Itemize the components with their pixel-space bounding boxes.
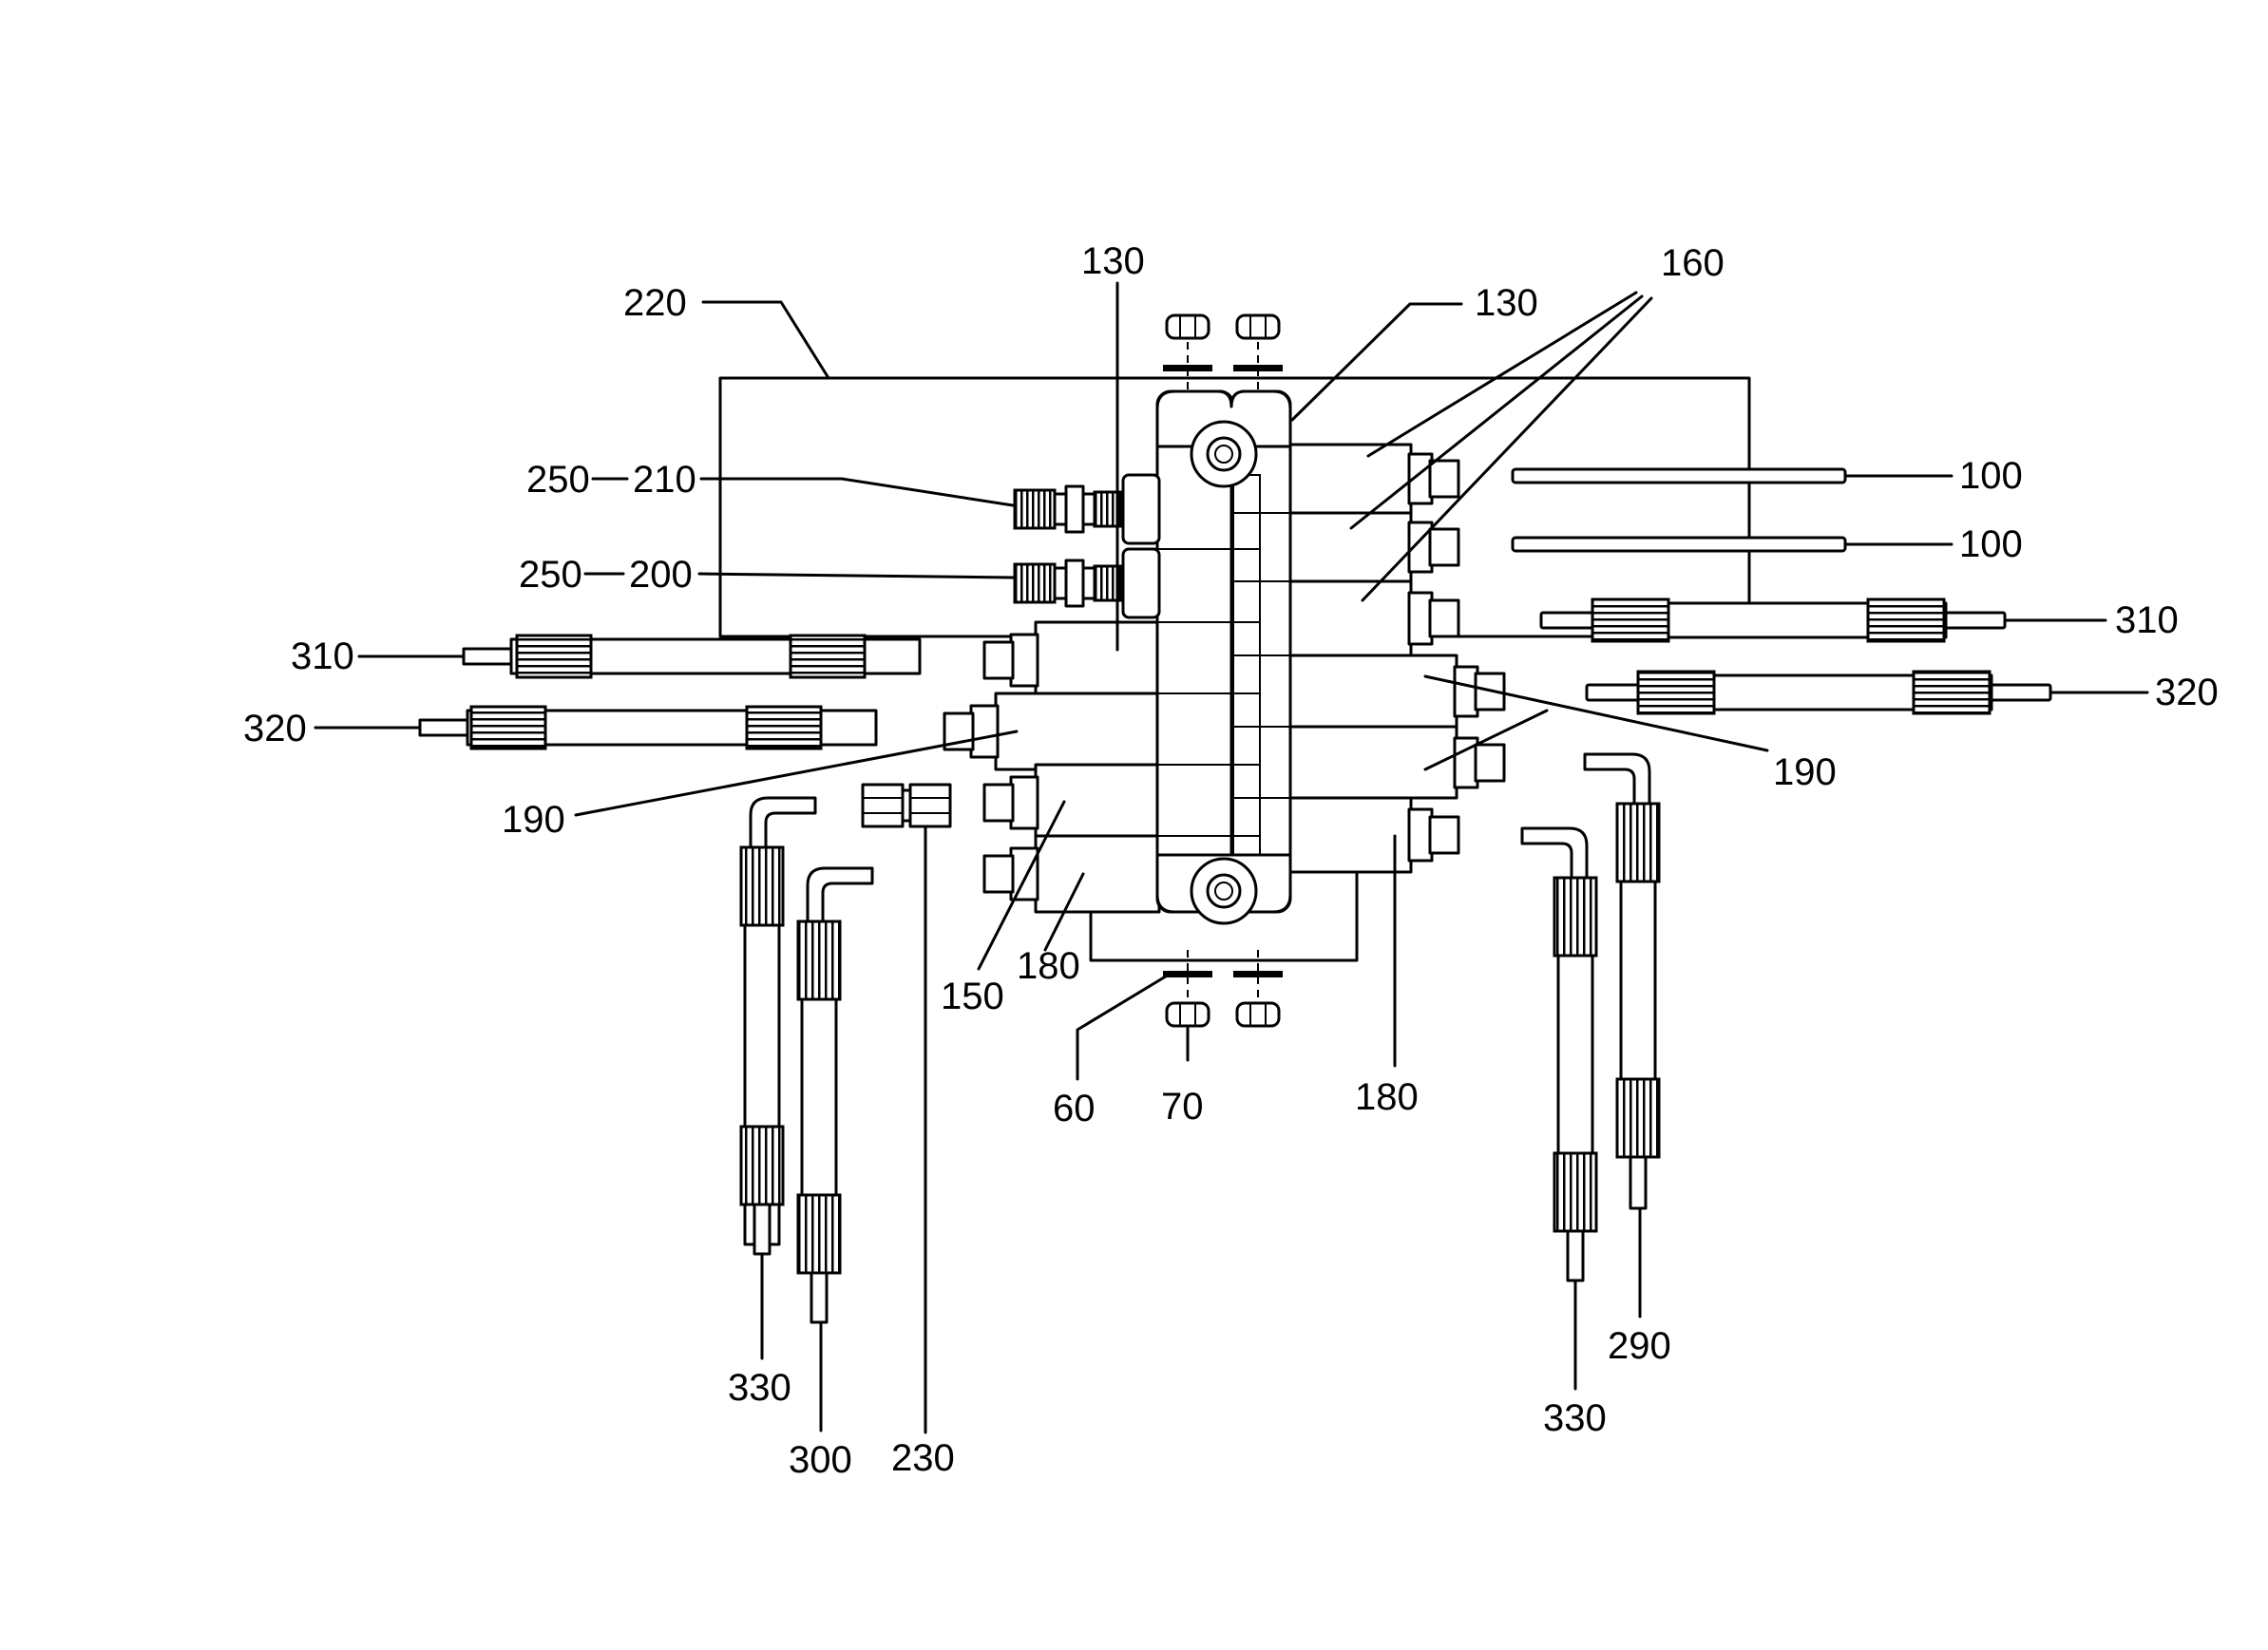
- label-190-left: 190: [502, 799, 565, 841]
- label-190-right: 190: [1773, 751, 1837, 793]
- tube-320-right: [1585, 670, 2052, 715]
- tube-310-right: [1539, 597, 2007, 643]
- label-310-right: 310: [2115, 599, 2179, 641]
- tube-330-left: [739, 796, 817, 1256]
- fitting-210: [1013, 484, 1123, 534]
- tube-320-left: [418, 705, 878, 750]
- label-70: 70: [1161, 1086, 1204, 1128]
- label-160: 160: [1661, 242, 1725, 284]
- bottom-bolt: [1190, 857, 1258, 925]
- top-bolt: [1190, 420, 1258, 488]
- top-washers: [1163, 365, 1283, 371]
- tube-310-left: [462, 634, 922, 679]
- top-nuts: [1165, 313, 1281, 340]
- rod-100-lower: [1511, 536, 1847, 553]
- bottom-nuts: [1165, 1001, 1281, 1028]
- label-230: 230: [891, 1437, 955, 1479]
- label-130-top: 130: [1081, 240, 1145, 282]
- label-250-lower: 250: [519, 554, 582, 596]
- leader-lines: [314, 281, 2149, 1434]
- central-manifold: [1121, 389, 1292, 914]
- rod-100-upper: [1511, 467, 1847, 484]
- label-210: 210: [633, 459, 696, 501]
- bottom-washers: [1163, 971, 1283, 977]
- label-310-left: 310: [291, 635, 354, 677]
- tube-330-right: [1520, 826, 1598, 1282]
- label-300: 300: [789, 1439, 852, 1481]
- label-220: 220: [623, 282, 687, 324]
- label-150: 150: [941, 976, 1004, 1017]
- label-60: 60: [1053, 1088, 1096, 1129]
- left-valve-bodies: [943, 620, 1161, 914]
- label-200: 200: [629, 554, 693, 596]
- tube-290: [1583, 752, 1661, 1210]
- label-130-right: 130: [1475, 282, 1538, 324]
- label-180-right: 180: [1355, 1076, 1419, 1118]
- label-290: 290: [1608, 1325, 1671, 1367]
- fitting-200: [1013, 559, 1123, 608]
- bottom-bolt-centerlines: [1187, 950, 1259, 1001]
- label-250-upper: 250: [526, 459, 590, 501]
- label-320-right: 320: [2155, 672, 2219, 713]
- label-100-upper: 100: [1959, 455, 2023, 497]
- label-180-left: 180: [1017, 945, 1080, 987]
- label-330-left: 330: [728, 1367, 791, 1409]
- tube-300: [796, 866, 874, 1324]
- label-100-lower: 100: [1959, 523, 2023, 565]
- label-330-right: 330: [1543, 1397, 1607, 1439]
- union-230: [861, 783, 952, 828]
- label-320-left: 320: [243, 708, 307, 749]
